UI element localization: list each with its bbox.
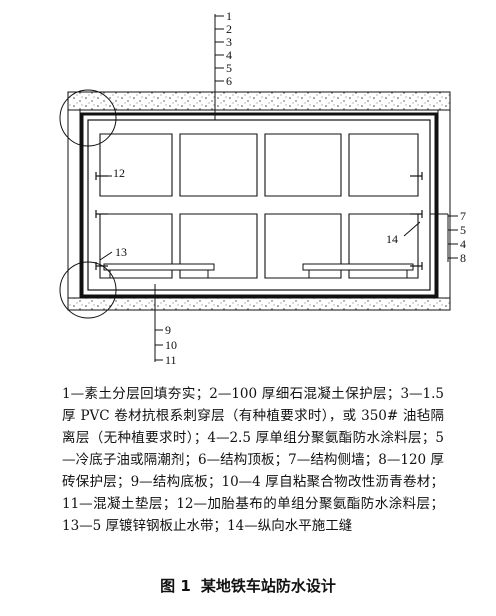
legend-item-14: 14—纵向水平施工缝 xyxy=(227,518,353,534)
top-leader xyxy=(214,14,224,120)
leader-14 xyxy=(403,221,421,237)
legend-item-10: 10—4 厚自粘聚合物改性沥青卷材； xyxy=(221,474,444,490)
label-2: 2 xyxy=(226,22,232,36)
legend-item-2: 2—100 厚细石混凝土保护层； xyxy=(209,386,401,402)
figure-number: 图 1 xyxy=(160,577,191,595)
label-4: 4 xyxy=(226,48,232,62)
label-3: 3 xyxy=(226,35,232,49)
label-12: 12 xyxy=(113,166,125,180)
construction-joints xyxy=(95,172,423,270)
platforms xyxy=(103,263,414,278)
label-8: 8 xyxy=(460,251,466,265)
detail-circle-bottom xyxy=(59,261,117,319)
legend-item-3: 3—1.5 厚 PVC 卷材抗根系刺穿层（有种植要求时），或 350# 油毡隔离… xyxy=(62,386,444,446)
label-9: 9 xyxy=(165,323,171,337)
legend-item-12: 12—加胎基布的单组分聚氨酯防水涂料层； xyxy=(176,496,444,512)
legend-item-1: 1—素土分层回填夯实； xyxy=(62,386,210,402)
right-brick-protection xyxy=(437,109,451,299)
legend-item-9: 9—结构底板； xyxy=(130,474,222,490)
label-13: 13 xyxy=(115,245,127,259)
station-waterproofing-diagram: 1 2 3 4 5 6 12 13 14 7 5 4 8 9 10 11 xyxy=(59,9,466,367)
top-protective-layer xyxy=(67,91,451,111)
structure-outline xyxy=(87,119,431,291)
label-11: 11 xyxy=(165,353,177,367)
legend: 1—素土分层回填夯实；2—100 厚细石混凝土保护层；3—1.5 厚 PVC 卷… xyxy=(62,383,444,537)
label-6: 6 xyxy=(226,74,232,88)
legend-item-4: 4—2.5 厚单组分聚氨酯防水涂料层； xyxy=(207,430,436,446)
legend-item-13: 13—5 厚镀锌钢板止水带； xyxy=(62,518,228,534)
label-10: 10 xyxy=(165,338,177,352)
label-7: 7 xyxy=(460,209,466,223)
right-leaders xyxy=(430,213,458,262)
legend-item-8: 8—120 厚砖保护层； xyxy=(62,452,445,490)
legend-item-7: 7—结构侧墙； xyxy=(288,452,379,468)
label-5: 5 xyxy=(226,61,232,75)
top-labels: 1 2 3 4 5 6 xyxy=(226,9,232,88)
left-leaders xyxy=(99,175,113,261)
label-5-right: 5 xyxy=(460,223,466,237)
upper-rooms xyxy=(99,133,419,197)
legend-item-11: 11—混凝土垫层； xyxy=(62,496,177,512)
legend-item-5: 5—冷底子油或隔潮剂； xyxy=(62,430,444,468)
label-14: 14 xyxy=(386,232,398,246)
bottom-leader xyxy=(154,284,163,362)
figure-caption: 图 1 某地铁车站防水设计 xyxy=(0,575,496,596)
lower-rooms xyxy=(99,213,419,279)
label-4-right: 4 xyxy=(460,237,466,251)
legend-item-6: 6—结构顶板； xyxy=(197,452,289,468)
left-protection xyxy=(67,109,81,299)
detail-circle-top xyxy=(59,89,117,147)
figure-title: 某地铁车站防水设计 xyxy=(200,577,336,595)
waterproof-membrane xyxy=(80,112,438,298)
label-1: 1 xyxy=(226,9,232,23)
bottom-cushion-layer xyxy=(67,297,451,311)
